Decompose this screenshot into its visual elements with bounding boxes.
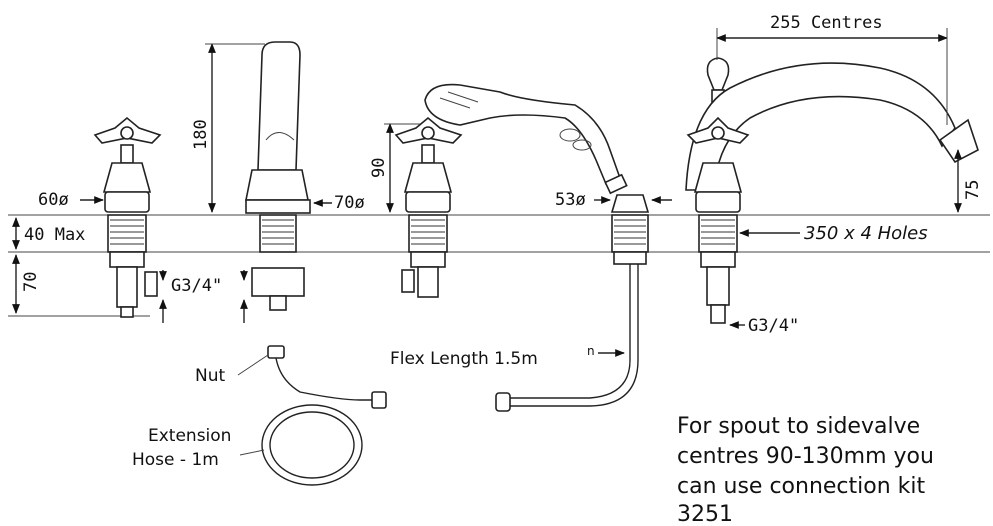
dim-75: 75 [963,180,983,200]
right-valve-spout [685,57,979,324]
note-line-2: centres 90-130mm you [677,444,934,469]
dim-90: 90 [369,158,389,178]
extension-label-2: Hose - 1m [132,450,219,470]
note-line-1: For spout to sidevalve [677,414,920,439]
dim-40max: 40 Max [24,225,85,245]
dim-holes: 350 x 4 Holes [804,223,928,244]
filler-spout [245,41,311,311]
nut-label: Nut [195,366,225,386]
hand-shower [424,83,650,412]
dim-thread-right: G3/4" [748,316,799,336]
note-line-4: 3251 [677,502,733,526]
dim-70h: 70 [21,272,41,292]
dim-53: 53ø [555,190,586,210]
flex-length-sup: n [587,344,595,358]
extension-hose [261,345,387,486]
middle-valve [394,116,463,298]
flex-length-label: Flex Length 1.5m [390,349,538,369]
note-line-3: can use connection kit [677,474,926,499]
dim-centres: 255 Centres [770,13,883,33]
dim-70: 70ø [334,193,365,213]
dim-thread-left: G3/4" [171,276,222,296]
extension-label-1: Extension [148,426,231,446]
dim-60: 60ø [38,190,69,210]
left-valve [93,116,162,318]
dim-180: 180 [191,119,211,150]
